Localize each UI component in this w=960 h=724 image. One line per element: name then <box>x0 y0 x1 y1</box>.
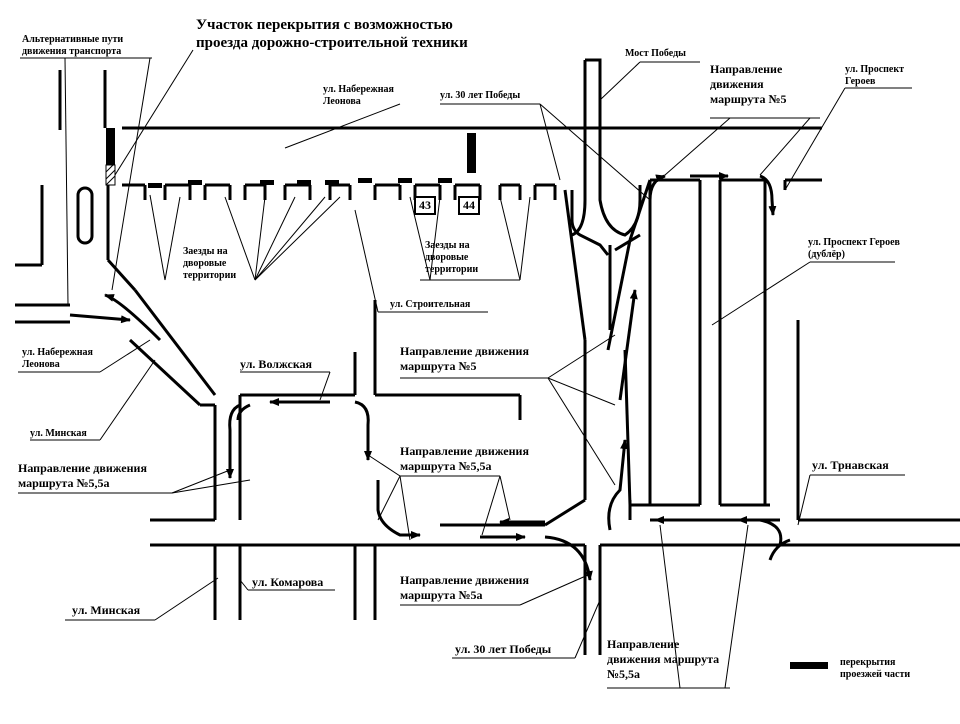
label-direction-55a-bottom: Направление движения маршрута №5,5а <box>607 637 720 681</box>
label-direction-55a-mid: Направление движения маршрута №5,5а <box>400 444 529 473</box>
closure-hatched <box>105 164 116 186</box>
label-direction-5-mid: Направление движения маршрута №5 <box>400 344 529 373</box>
legend-closure-swatch <box>790 662 828 669</box>
label-driveways-right: Заезды на дворовые территории <box>425 240 479 275</box>
kiosk <box>76 186 94 245</box>
label-30-let-pobedy-top: ул. 30 лет Победы <box>440 90 521 101</box>
legend-closure-label: перекрытия проезжей части <box>840 657 911 680</box>
label-minskaya-mid: ул. Минская <box>30 428 87 439</box>
leader-lines <box>18 49 912 689</box>
label-trnavskaya: ул. Трнавская <box>812 458 889 472</box>
label-prospekt-geroev: ул. Проспект Героев <box>845 64 905 87</box>
label-direction-55a-left: Направление движения маршрута №5,5а <box>18 461 147 490</box>
label-direction-5-top: Направление движения маршрута №5 <box>710 62 787 106</box>
label-alt-paths: Альтернативные пути движения транспорта <box>22 34 124 57</box>
label-most-pobedy: Мост Победы <box>625 48 686 59</box>
closures <box>106 128 476 188</box>
label-driveways-left: Заезды на дворовые территории <box>183 246 237 281</box>
bridge <box>570 58 642 256</box>
label-volzhskaya: ул. Волжская <box>240 357 313 371</box>
label-naberezhnaya-top: ул. Набережная Леонова <box>323 84 394 107</box>
label-prospekt-dubler: ул. Проспект Героев (дублёр) <box>808 237 900 260</box>
road-edges <box>15 70 960 655</box>
label-naberezhnaya-left: ул. Набережная Леонова <box>22 347 93 370</box>
map-title: Участок перекрытия с возможностью проезд… <box>196 17 468 51</box>
driveway-edges <box>122 183 557 200</box>
label-minskaya-bottom: ул. Минская <box>72 603 141 617</box>
label-30-let-pobedy-bottom: ул. 30 лет Победы <box>455 642 552 656</box>
route-arrows <box>69 172 791 581</box>
label-stroitelnaya: ул. Строительная <box>390 299 471 310</box>
label-direction-5a: Направление движения маршрута №5а <box>400 573 529 602</box>
label-komarova: ул. Комарова <box>252 575 324 589</box>
house-43: 43 <box>414 196 436 215</box>
house-44: 44 <box>458 196 480 215</box>
